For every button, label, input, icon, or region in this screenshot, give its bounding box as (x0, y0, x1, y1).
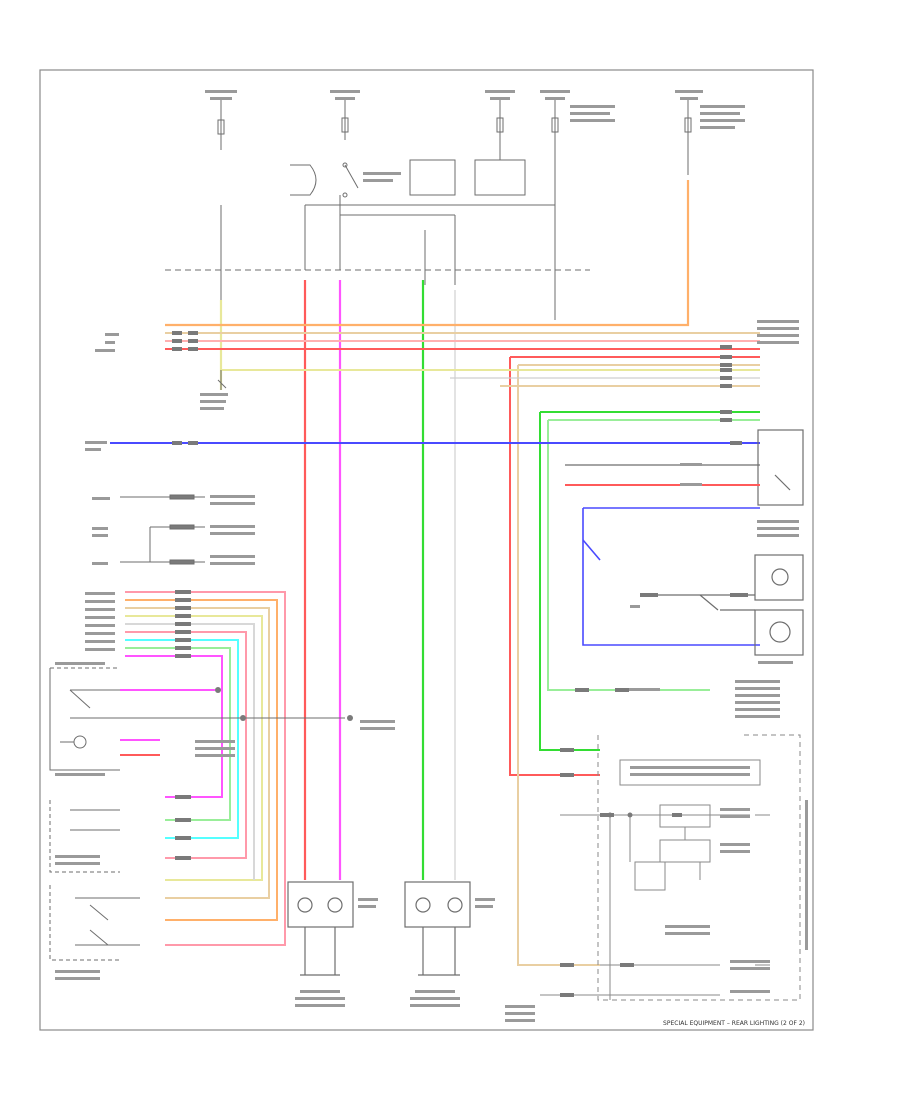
left-tail-lamp (287, 881, 354, 976)
left-label-marks (85, 320, 799, 565)
right-tail-lamp (404, 881, 471, 976)
bus-terminals (172, 331, 742, 445)
right-blue-loop (582, 507, 760, 646)
top-label-marks (205, 90, 745, 182)
bundle-label-marks (55, 592, 395, 980)
diagram-frame (39, 69, 814, 1031)
left-bundle-terminals (175, 590, 353, 860)
right-module-box (540, 734, 801, 1001)
junction-upper-left (217, 370, 227, 390)
right-lamp-upper (640, 554, 804, 611)
module-label-marks (630, 766, 808, 993)
right-label-marks (620, 463, 799, 718)
left-switch-box-upper (49, 667, 120, 771)
fuse-section (165, 100, 692, 320)
right-lamp-lower (720, 609, 804, 656)
left-input-group (120, 494, 205, 565)
right-connector-upper (565, 429, 804, 506)
footer-right-label: SPECIAL EQUIPMENT – REAR LIGHTING (2 OF … (663, 1020, 805, 1027)
left-switch-box-lower (49, 800, 140, 961)
left-bundle (120, 591, 345, 946)
vertical-wires (165, 180, 690, 880)
wire-orange-right (165, 180, 690, 327)
right-terminals (560, 593, 748, 997)
tail-lamp-label-marks (295, 898, 535, 1022)
